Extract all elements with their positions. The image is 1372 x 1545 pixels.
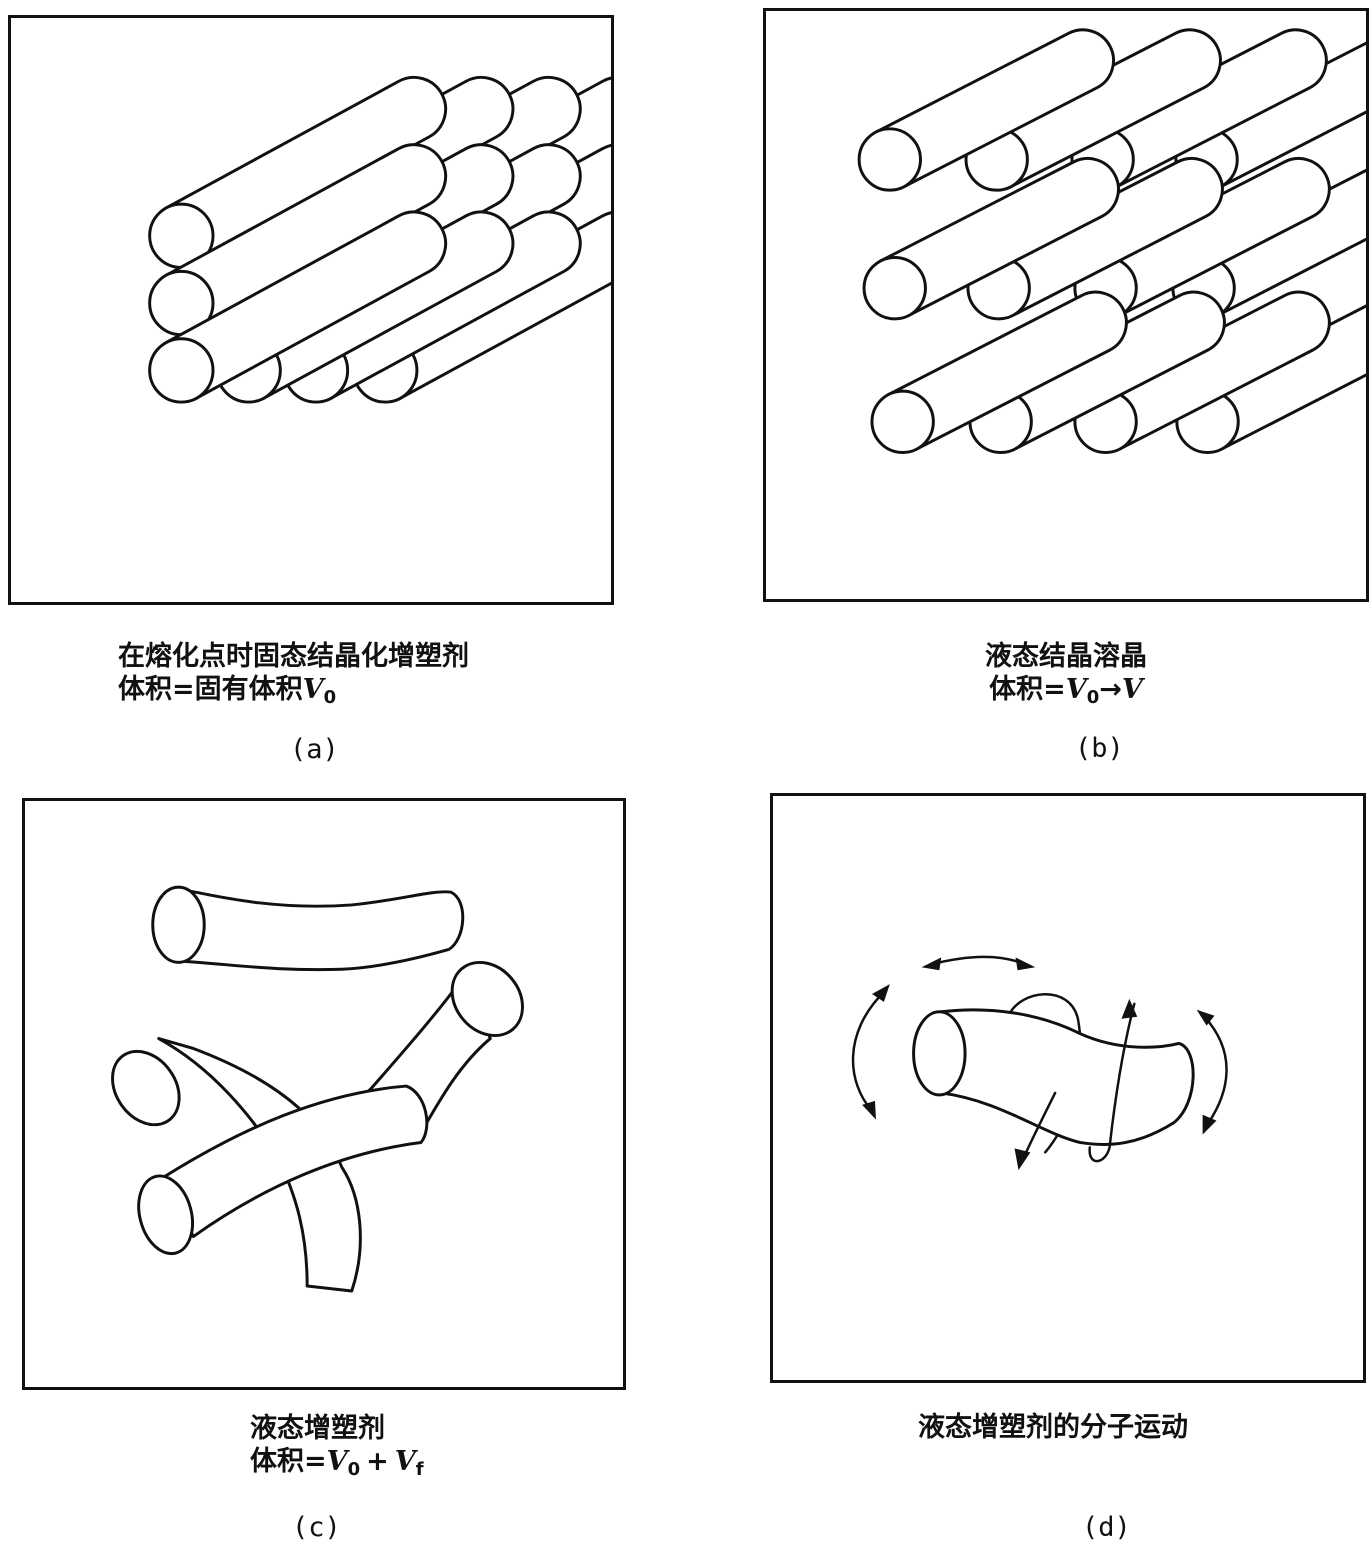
panel-c-subscript: 0: [347, 1459, 361, 1480]
panel-c-symbol-v0: V: [326, 1446, 348, 1477]
panel-b-cylinder-r1-c2-body: [1090, 157, 1331, 317]
panel-c-caption: 液态增塑剂 体积=V0+Vf: [250, 1412, 424, 1486]
panel-c-cylinder-left-end: [111, 1049, 181, 1127]
panel-a-cylinder-r1-c0-body: [164, 143, 448, 333]
panel-b-cylinder-r1-c1-body: [983, 157, 1224, 317]
panel-b-symbol-v: V: [1121, 674, 1143, 705]
panel-a-caption-line1: 在熔化点时固态结晶化增塑剂: [118, 641, 469, 672]
panel-a-caption: 在熔化点时固态结晶化增塑剂 体积=固有体积V0: [118, 640, 469, 714]
panel-c-symbol-vf: V: [394, 1446, 416, 1477]
panel-a-symbol-v: V: [302, 674, 324, 705]
panel-b-caption-line1: 液态结晶溶晶: [985, 641, 1147, 672]
panel-a-caption-line2: 体积=固有体积V0: [118, 673, 469, 714]
panel-b-cylinder-r1-c0-end: [862, 256, 927, 321]
panel-a-subscript: 0: [323, 687, 337, 708]
panel-b-caption-line2: 体积=V0→V: [985, 673, 1147, 714]
panel-d-rotation-loop-front: [1088, 1002, 1136, 1163]
panel-b-cylinder-r2-c0-end: [870, 389, 935, 454]
panel-a-cylinder-r0-c0-body: [164, 75, 448, 266]
panel-c-cylinder-top-end: [151, 885, 206, 964]
panel-c-label: (c): [292, 1512, 341, 1543]
panel-b-caption: 液态结晶溶晶 体积=V0→V: [985, 640, 1147, 714]
panel-c-plus: +: [366, 1446, 389, 1477]
panel-b-label: (b): [1075, 733, 1124, 764]
panel-c-subscript-f: f: [415, 1459, 424, 1480]
panel-d-arrow-top-head-left: [921, 957, 942, 971]
panel-d-label: (d): [1082, 1512, 1131, 1543]
panel-d-frame: [770, 793, 1366, 1383]
panel-b-cylinder-r0-c2-body: [1087, 28, 1328, 189]
panel-a-caption-prefix: 体积=固有体积: [118, 674, 303, 705]
panel-b-cylinder-r0-c0-end: [857, 127, 922, 192]
panel-d-caption-line1: 液态增塑剂的分子运动: [918, 1412, 1188, 1443]
panel-d-arrow-left-head-bottom: [862, 1100, 876, 1120]
panel-d-arrow-right-line: [1202, 1014, 1228, 1124]
panel-d-arrow-top-line: [930, 955, 1027, 966]
panel-b-caption-prefix: 体积=: [989, 674, 1066, 705]
panel-c-cylinder-front-end: [137, 1174, 194, 1256]
panel-d-arrow-left-line: [851, 990, 886, 1113]
panel-b-arrow: →: [1099, 674, 1122, 705]
panel-c-caption-line1: 液态增塑剂: [250, 1413, 385, 1444]
panel-d-arrow-ring-down-head: [1014, 1148, 1031, 1171]
panel-d-molecular-motion: [851, 955, 1228, 1171]
panel-b-cylinder-r1-c0-body: [879, 157, 1120, 317]
panel-a-cylinder-r2-c0-body: [164, 210, 448, 400]
panel-d-arrow-top-head-right: [1015, 957, 1036, 971]
panel-b-cylinder-r0-c1-body: [981, 28, 1222, 189]
panel-b-frame: [763, 8, 1369, 602]
panel-a-cylinder-stack: [148, 75, 611, 404]
panel-d-arrow-right-head-bottom: [1202, 1114, 1217, 1135]
panel-b-cylinder-rows: [857, 28, 1366, 454]
panel-b-cylinder-r2-c1-body: [985, 290, 1226, 451]
panel-d-molecule-body: [939, 1008, 1195, 1146]
panel-c-cylinder-right-end: [450, 960, 524, 1037]
panel-b-cylinder-r2-c2-body: [1090, 290, 1331, 451]
panel-b-subscript: 0: [1086, 687, 1100, 708]
panel-c-cylinder-front-body: [162, 1084, 429, 1239]
panel-d-arrow-ring-up-head: [1121, 998, 1138, 1019]
panel-c-frame: [22, 798, 626, 1390]
panel-b-symbol-v0: V: [1065, 674, 1087, 705]
panel-c-caption-line2: 体积=V0+Vf: [250, 1445, 424, 1486]
panel-a-label: (a): [290, 734, 339, 765]
panel-d-arrow-right-head-top: [1196, 1009, 1215, 1026]
panel-b-cylinder-r0-c0-body: [874, 28, 1115, 189]
panel-c-cylinder-top-body: [174, 886, 465, 972]
panel-a-frame: [8, 15, 614, 605]
panel-d-arrow-left-head-top: [872, 984, 890, 1002]
panel-c-caption-prefix: 体积=: [250, 1446, 327, 1477]
panel-a-cylinder-r2-c0-end: [148, 337, 215, 404]
panel-d-caption: 液态增塑剂的分子运动: [918, 1411, 1188, 1444]
panel-d-molecule-end: [912, 1010, 967, 1097]
panel-b-cylinder-r2-c0-body: [887, 290, 1128, 451]
panel-c-tangled-cylinders: [111, 885, 524, 1293]
